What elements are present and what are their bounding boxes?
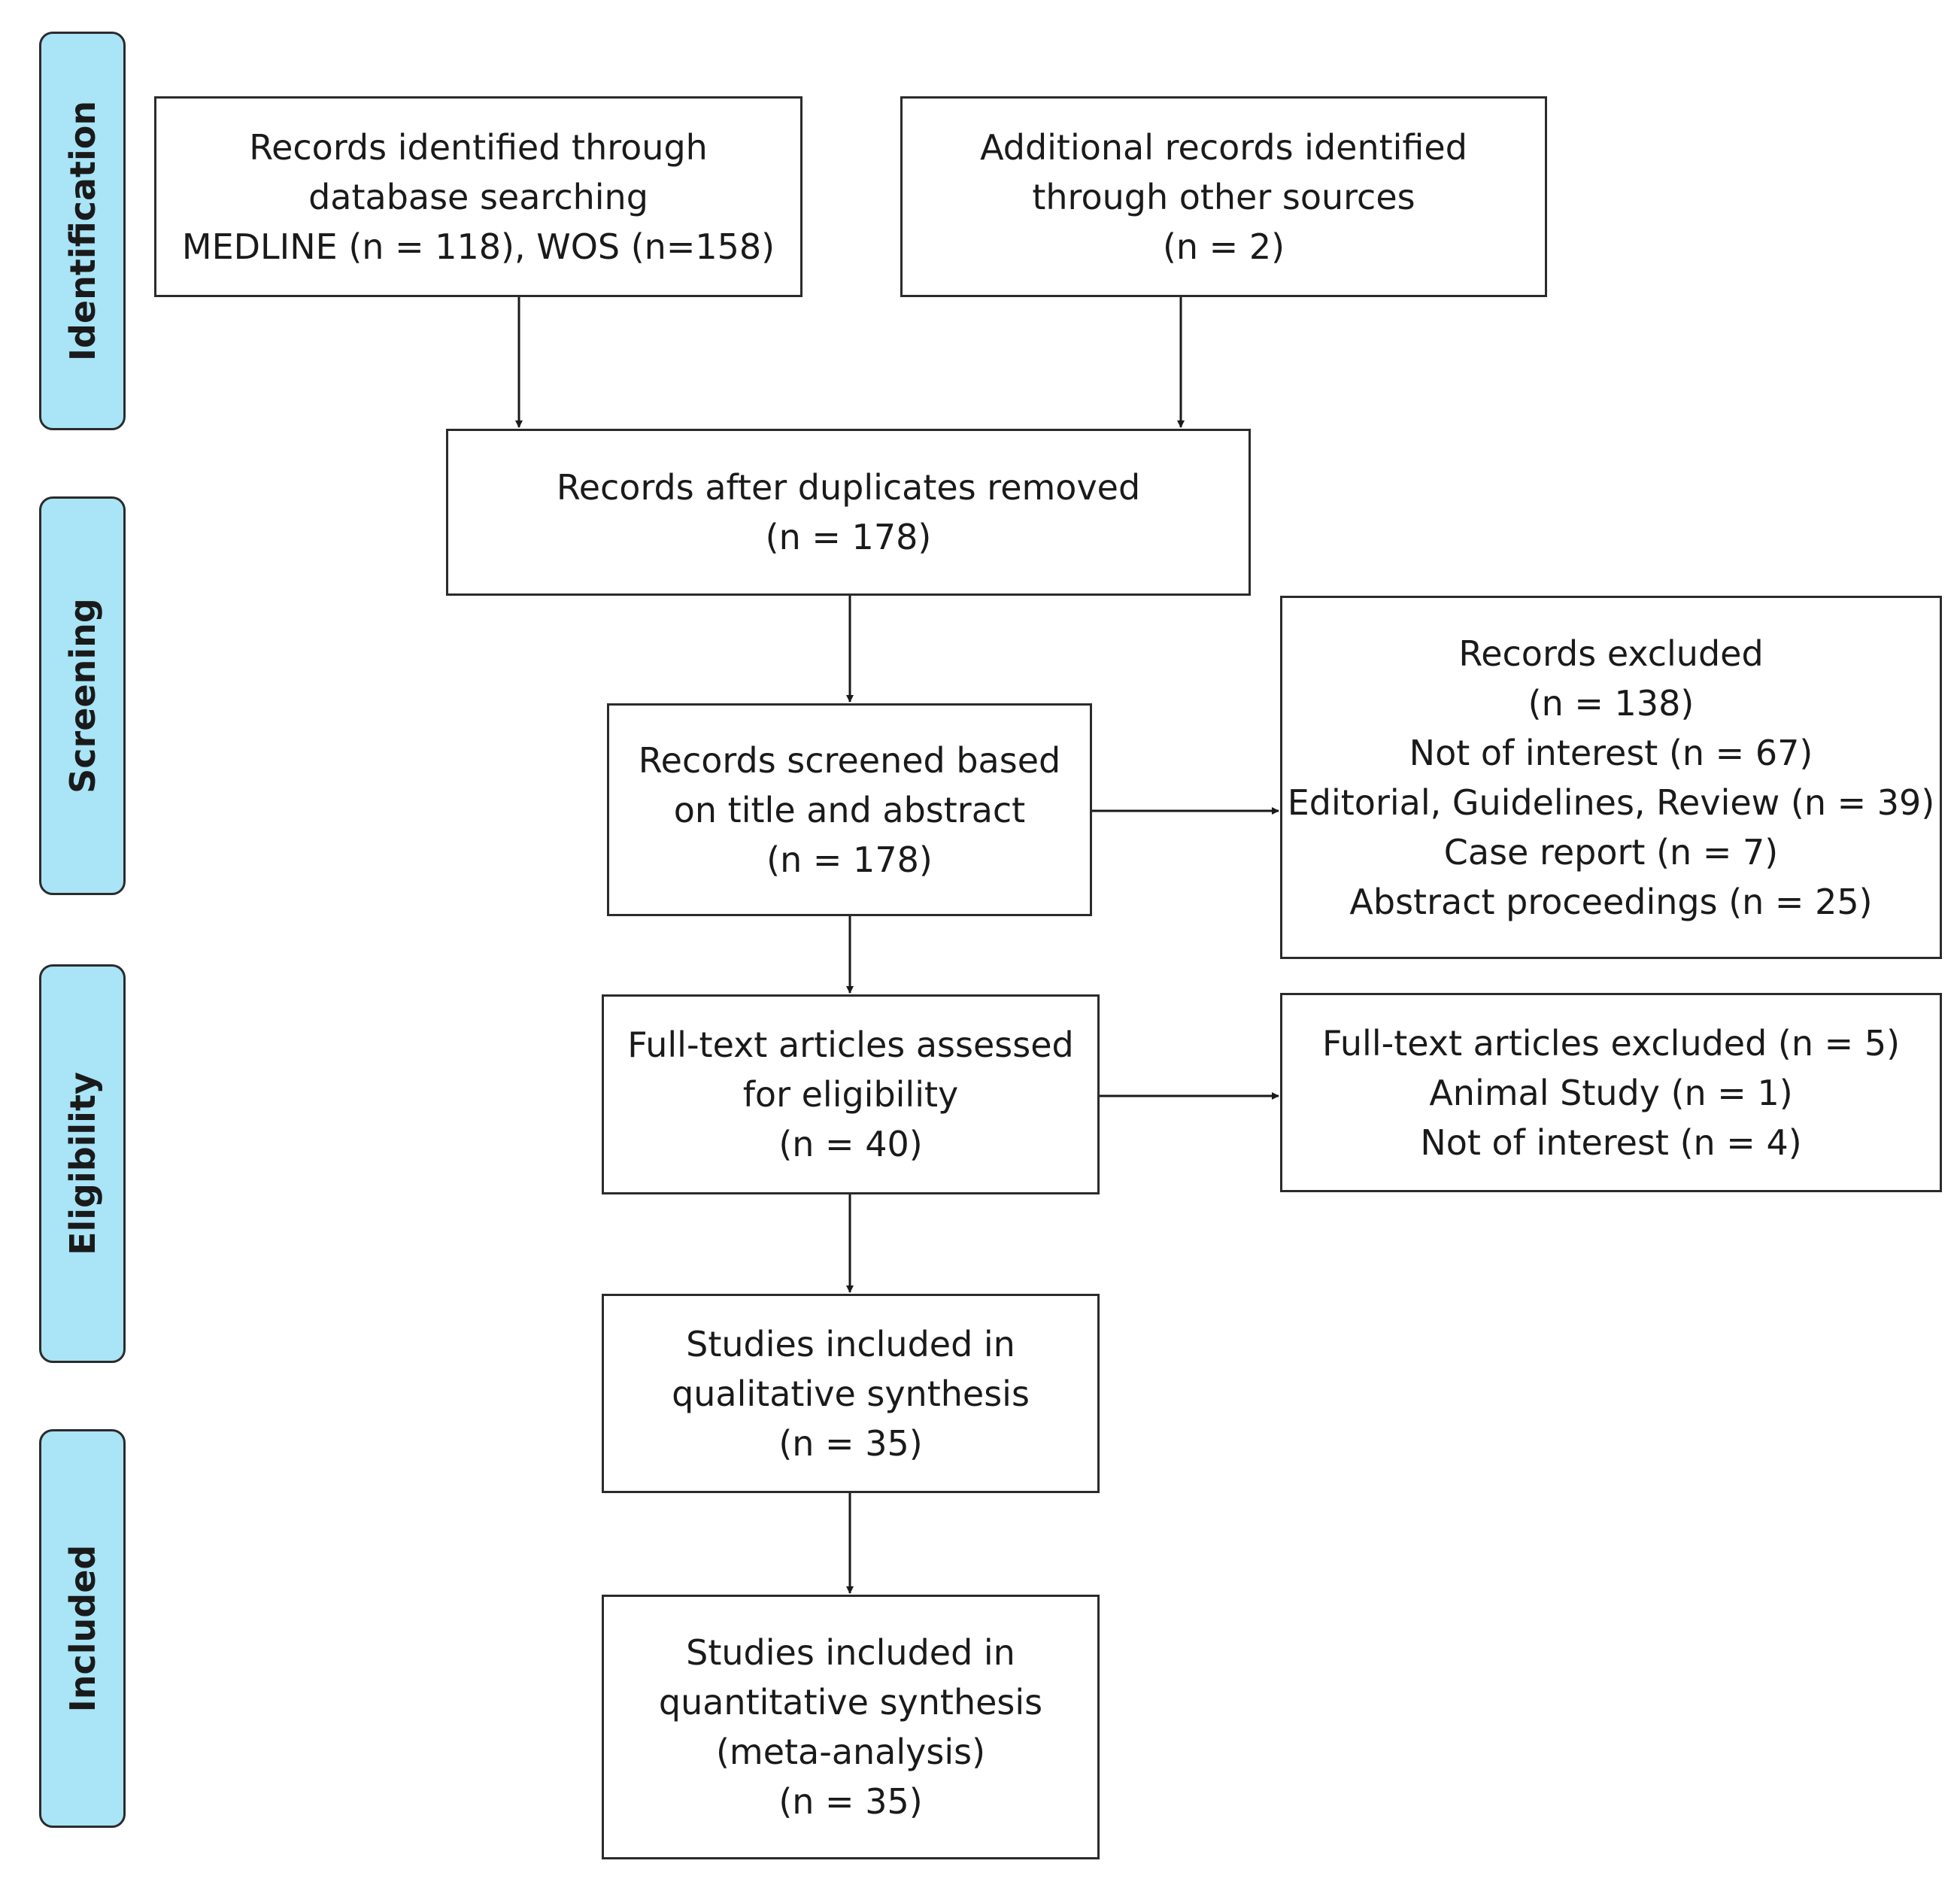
- text-line: Full-text articles excluded (n = 5): [1321, 1022, 1901, 1064]
- box-screened: Records screened based on title and abst…: [607, 703, 1092, 916]
- box-quantitative-synthesis: Studies included in quantitative synthes…: [602, 1595, 1100, 1859]
- text-line: Records excluded: [1458, 633, 1764, 674]
- box-full-text-assessed: Full-text articles assessed for eligibil…: [602, 994, 1100, 1194]
- phase-label-eligibility: Eligibility: [62, 1072, 103, 1255]
- text-line: (n = 35): [778, 1781, 923, 1822]
- text-line: Not of interest (n = 67): [1409, 732, 1813, 773]
- text-line: (n = 138): [1528, 682, 1695, 724]
- text-line: on title and abstract: [673, 789, 1026, 830]
- text-line: for eligibility: [742, 1074, 959, 1115]
- text-line: (meta-analysis): [715, 1732, 986, 1772]
- box-database-records: Records identified through database sear…: [154, 96, 803, 297]
- box-qualitative-synthesis: Studies included in qualitative synthesi…: [602, 1294, 1100, 1493]
- box-after-duplicates: Records after duplicates removed (n = 17…: [446, 429, 1251, 596]
- text-line: Studies included in: [686, 1323, 1015, 1364]
- text-line: qualitative synthesis: [672, 1373, 1030, 1414]
- phase-eligibility: Eligibility: [39, 964, 126, 1363]
- text-line: Additional records identified: [980, 126, 1467, 168]
- phase-identification: Identification: [39, 32, 126, 430]
- phase-label-screening: Screening: [62, 598, 103, 794]
- text-line: quantitative synthesis: [658, 1682, 1043, 1723]
- text-line: through other sources: [1032, 176, 1415, 217]
- text-line: Not of interest (n = 4): [1420, 1122, 1802, 1163]
- text-line: (n = 2): [1162, 226, 1285, 267]
- phase-screening: Screening: [39, 496, 126, 895]
- text-line: (n = 35): [778, 1422, 923, 1464]
- text-line: Records after duplicates removed: [556, 467, 1141, 508]
- phase-label-identification: Identification: [62, 100, 103, 362]
- text-line: Editorial, Guidelines, Review (n = 39): [1287, 782, 1935, 823]
- text-line: database searching: [308, 176, 648, 217]
- text-line: Full-text articles assessed: [627, 1024, 1074, 1065]
- box-full-text-excluded: Full-text articles excluded (n = 5) Anim…: [1280, 993, 1942, 1192]
- box-records-excluded: Records excluded (n = 138) Not of intere…: [1280, 596, 1942, 959]
- box-other-records: Additional records identified through ot…: [900, 96, 1547, 297]
- text-line: Case report (n = 7): [1443, 831, 1779, 873]
- text-line: Studies included in: [686, 1632, 1015, 1673]
- phase-included: Included: [39, 1429, 126, 1828]
- text-line: (n = 40): [778, 1124, 923, 1164]
- text-line: Abstract proceedings (n = 25): [1349, 881, 1873, 922]
- text-line: Records identified through: [249, 126, 708, 168]
- text-line: MEDLINE (n = 118), WOS (n=158): [181, 226, 775, 267]
- text-line: Animal Study (n = 1): [1429, 1072, 1793, 1113]
- phase-label-included: Included: [62, 1544, 103, 1713]
- text-line: Records screened based: [638, 739, 1061, 781]
- text-line: (n = 178): [766, 839, 933, 880]
- text-line: (n = 178): [765, 517, 932, 557]
